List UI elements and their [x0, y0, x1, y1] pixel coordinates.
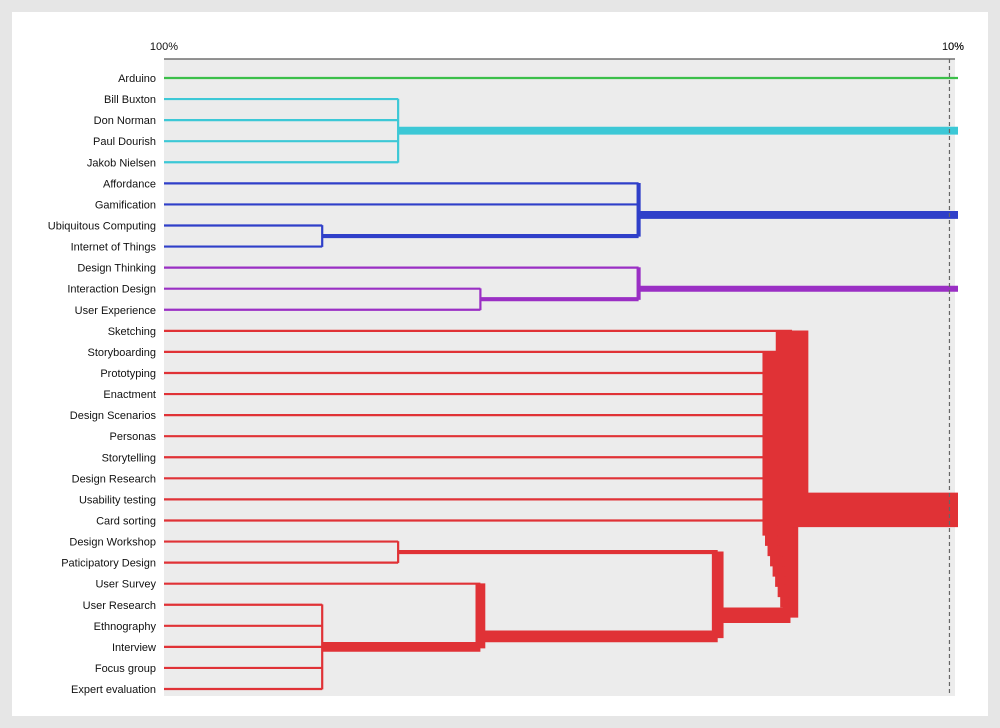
leaf-label: User Experience — [75, 305, 156, 317]
leaf-label: Affordance — [103, 178, 156, 190]
leaf-label: Paul Dourish — [93, 136, 156, 148]
axis-label-right-zero: 0% — [948, 41, 964, 53]
dendrogram-links — [164, 76, 958, 691]
leaf-label: Paticipatory Design — [61, 558, 156, 570]
leaf-label: Design Research — [72, 473, 156, 485]
leaf-label: User Survey — [95, 579, 156, 591]
leaf-label: Focus group — [95, 663, 156, 675]
axis-label-left: 100% — [150, 41, 178, 53]
leaf-label: Storyboarding — [88, 347, 157, 359]
leaf-label: Design Workshop — [69, 537, 156, 549]
leaf-label: Gamification — [95, 199, 156, 211]
leaf-label: Storytelling — [102, 452, 156, 464]
leaf-label: User Research — [83, 600, 156, 612]
leaf-label: Arduino — [118, 73, 156, 85]
leaf-label: Ubiquitous Computing — [48, 220, 156, 232]
leaf-label: Bill Buxton — [104, 94, 156, 106]
leaf-label: Sketching — [108, 326, 156, 338]
leaf-label: Internet of Things — [71, 242, 157, 254]
leaf-label: Enactment — [103, 389, 156, 401]
plot-background — [164, 59, 955, 696]
leaf-label: Don Norman — [94, 115, 156, 127]
leaf-label: Design Thinking — [77, 263, 156, 275]
leaf-label: Prototyping — [100, 368, 156, 380]
leaf-label: Card sorting — [96, 515, 156, 527]
leaf-label: Ethnography — [94, 621, 157, 633]
leaf-label: Interaction Design — [67, 284, 156, 296]
leaf-label: Expert evaluation — [71, 684, 156, 696]
leaf-label: Usability testing — [79, 494, 156, 506]
leaf-label: Design Scenarios — [70, 410, 157, 422]
leaf-label: Interview — [112, 642, 156, 654]
leaf-label: Personas — [110, 431, 157, 443]
axis-label-right: 10% — [942, 41, 964, 53]
leaf-label: Jakob Nielsen — [87, 157, 156, 169]
